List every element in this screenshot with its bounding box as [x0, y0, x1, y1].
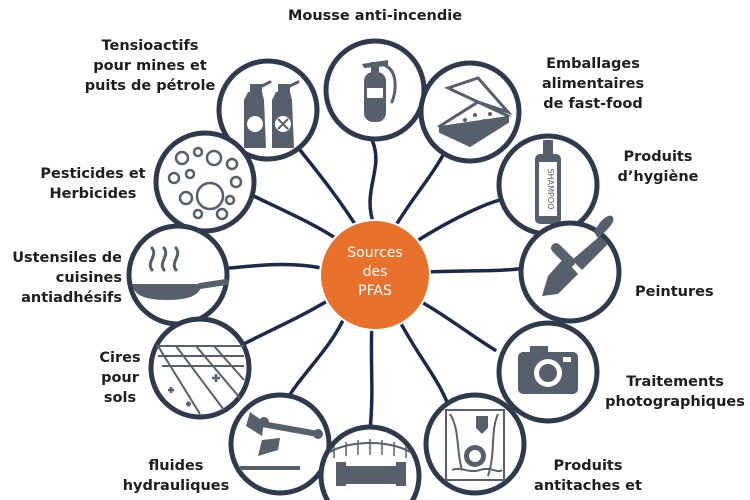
- aircraft-hydraulic-icon: [240, 412, 323, 470]
- camera-icon: [518, 346, 578, 394]
- fire-extinguisher-icon: [362, 60, 397, 122]
- center-line-1: Sources: [347, 245, 403, 261]
- label-hygiene-line-1: Produits: [623, 149, 693, 165]
- label-peintures: Peintures: [635, 282, 745, 302]
- connector-textile: [368, 320, 374, 432]
- connector-peintures: [426, 266, 527, 274]
- label-photo-line-2: photographiques: [605, 394, 745, 410]
- shiny-floor-icon: [156, 345, 245, 415]
- label-ustensiles: Ustensiles de cuisines antiadhésifs: [4, 248, 122, 308]
- connector-cires: [240, 296, 334, 347]
- center-circle: [319, 219, 431, 331]
- stained-fabric-icon: [445, 409, 505, 481]
- label-emballages-line-2: alimentaires: [541, 76, 645, 92]
- node-hydrauliques: [228, 392, 332, 496]
- label-hydrauliques: fluides hydrauliques: [120, 456, 232, 496]
- center-line-3: PFAS: [358, 283, 392, 299]
- center-label: Sources des PFAS: [322, 244, 428, 301]
- label-hydrauliques-line-1: fluides: [148, 458, 204, 474]
- label-pesticides-line-2: Herbicides: [49, 186, 137, 202]
- node-pesticides: [153, 130, 257, 234]
- node-tensioactifs: [216, 58, 320, 162]
- label-cires-line-3: sols: [103, 390, 137, 406]
- label-pesticides-line-1: Pesticides et: [40, 166, 146, 182]
- connector-pesticides: [246, 191, 347, 247]
- label-tensioactifs: Tensioactifs pour mines et puits de pétr…: [70, 36, 230, 96]
- label-mousse: Mousse anti-incendie: [268, 6, 482, 26]
- svg-text:SHAMPOO: SHAMPOO: [546, 169, 555, 210]
- label-ustensiles-line-2: cuisines: [55, 270, 122, 286]
- label-antitaches: Produits antitaches et: [528, 456, 648, 496]
- connector-hydrauliques: [283, 314, 347, 405]
- spray-bottles-icon: [244, 80, 300, 148]
- label-mousse-line-1: Mousse anti-incendie: [287, 8, 463, 24]
- label-emballages-line-1: Emballages: [546, 56, 640, 72]
- label-emballages-line-3: de fast-food: [543, 96, 643, 112]
- label-cires: Cires pour sols: [88, 348, 152, 408]
- node-antitaches: [423, 392, 527, 496]
- connector-ustensiles: [228, 262, 324, 270]
- label-pesticides: Pesticides et Herbicides: [26, 164, 160, 204]
- label-cires-line-1: Cires: [99, 350, 141, 366]
- label-antitaches-line-1: Produits: [553, 458, 623, 474]
- label-photo: Traitements photographiques: [604, 372, 746, 412]
- connector-emballages: [390, 146, 449, 234]
- node-cires: [148, 316, 252, 420]
- paintbrush-icon: [542, 215, 614, 296]
- label-emballages: Emballages alimentaires de fast-food: [528, 54, 658, 114]
- connector-photo: [416, 298, 497, 352]
- center-line-2: des: [362, 264, 388, 280]
- label-photo-line-1: Traitements: [626, 374, 724, 390]
- label-hygiene: Produits d’hygiène: [598, 147, 718, 187]
- bubbles-icon: [167, 146, 243, 221]
- node-textile: [318, 424, 422, 500]
- node-emballages: [418, 60, 522, 164]
- connector-antitaches: [396, 316, 452, 412]
- label-tensioactifs-line-1: Tensioactifs: [101, 38, 199, 54]
- label-ustensiles-line-3: antiadhésifs: [21, 290, 122, 306]
- connector-tensioactifs: [298, 148, 362, 234]
- label-tensioactifs-line-3: puits de pétrole: [84, 78, 216, 94]
- shampoo-bottle-icon: SHAMPOO: [535, 140, 561, 224]
- sofa-icon: [329, 439, 411, 486]
- pizza-box-icon: [436, 76, 513, 148]
- node-ustensiles: [126, 223, 230, 327]
- node-mousse: [323, 38, 427, 142]
- connector-hygiene: [410, 196, 512, 246]
- label-ustensiles-line-1: Ustensiles de: [12, 250, 122, 266]
- label-hydrauliques-line-2: hydrauliques: [122, 478, 230, 494]
- node-hygiene: SHAMPOO: [496, 133, 600, 237]
- label-peintures-line-1: Peintures: [635, 284, 714, 300]
- connector-mousse: [368, 138, 378, 230]
- label-antitaches-line-2: antitaches et: [534, 478, 642, 494]
- label-cires-line-2: pour: [101, 370, 139, 386]
- frying-pan-icon: [132, 246, 229, 300]
- label-hygiene-line-2: d’hygiène: [617, 169, 699, 185]
- node-photo: [496, 320, 600, 424]
- node-peintures: [518, 215, 622, 324]
- label-tensioactifs-line-2: pour mines et: [93, 58, 207, 74]
